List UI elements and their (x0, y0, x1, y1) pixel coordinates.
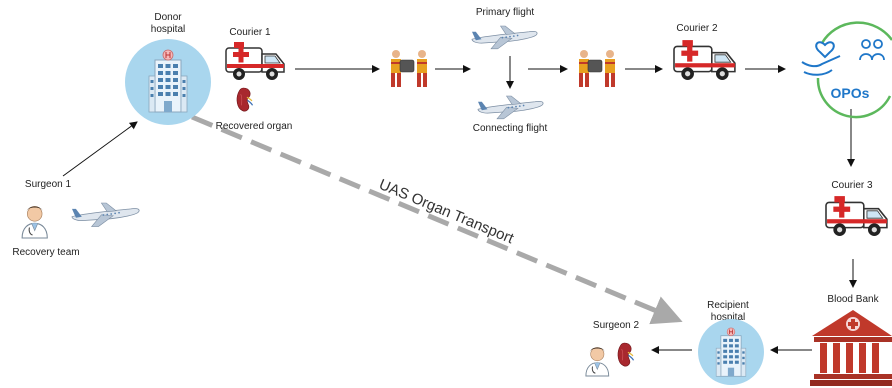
recovered-organ-label: Recovered organ (216, 121, 293, 132)
airplane-icon (71, 202, 140, 228)
ambulance-icon (825, 195, 888, 237)
courier2-label: Courier 2 (676, 23, 718, 34)
primary-flight-label: Primary flight (476, 7, 535, 18)
surgeon2-label: Surgeon 2 (593, 320, 640, 331)
surgeon1-label: Surgeon 1 (25, 179, 72, 190)
recipient-hospital-label-line1: Recipient (707, 300, 749, 311)
donor-hospital-label-line2: hospital (151, 24, 185, 35)
courier1-label: Courier 1 (229, 27, 271, 38)
kidney-icon (617, 342, 635, 367)
donor-hospital-label-line1: Donor (154, 12, 182, 23)
uas-transport-arrow (191, 114, 683, 325)
bank-building-icon (810, 310, 892, 386)
recovery-team-label: Recovery team (12, 247, 79, 258)
doctor-icon (585, 347, 610, 377)
connecting-flight-label: Connecting flight (473, 123, 548, 134)
ambulance-icon (225, 41, 285, 81)
airplane-icon (477, 95, 544, 120)
baggage-handler-icon (390, 49, 428, 88)
kidney-icon (236, 87, 254, 112)
opos-label: OPOs (831, 85, 870, 101)
opos-logo-icon (801, 21, 892, 119)
uas-transport-label: UAS Organ Transport (376, 176, 516, 248)
airplane-icon (471, 25, 538, 50)
ambulance-icon (673, 39, 736, 81)
recipient-hospital-label-line2: hospital (711, 312, 745, 323)
baggage-handler-icon (578, 49, 616, 88)
arrow-surgeon1-to-donor (62, 121, 138, 177)
blood-bank-label: Blood Bank (827, 294, 879, 305)
courier3-label: Courier 3 (831, 180, 873, 191)
